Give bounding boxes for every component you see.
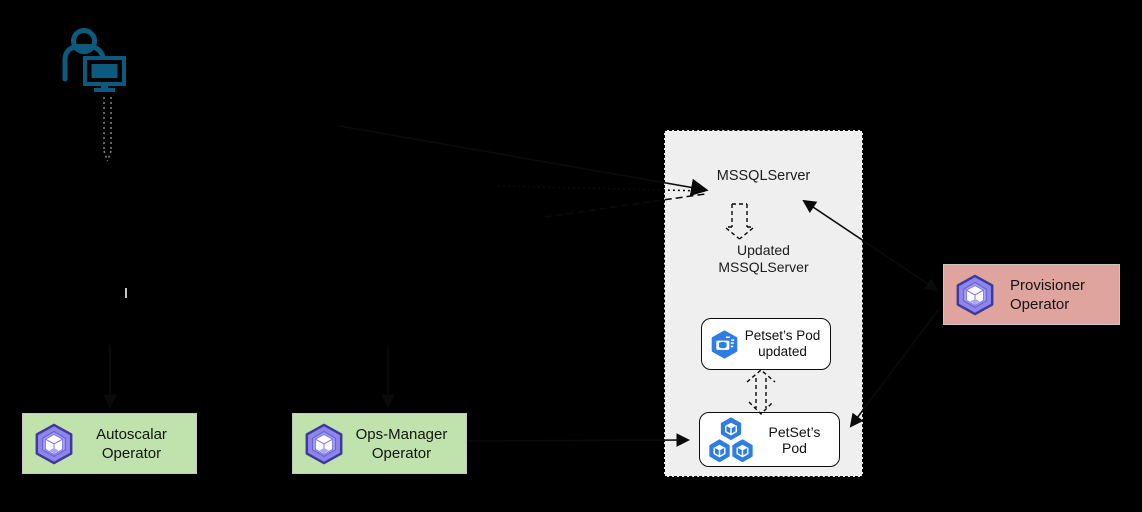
operator-hexagon-icon [956, 274, 994, 315]
user-at-computer-icon [62, 28, 126, 92]
operator-label: Autoscalar Operator [96, 425, 167, 462]
pods-icon [709, 417, 753, 463]
edge-user-to-mssqlserver [339, 125, 709, 197]
operator-box-provisioner: Provisioner Operator [943, 264, 1120, 325]
stray-tick-mark [125, 288, 127, 298]
operator-hexagon-icon [305, 423, 343, 464]
node-petset-pod: PetSet’s Pod [699, 412, 840, 467]
petset-pod-label: PetSet’s Pod [768, 423, 821, 456]
pod-updated-icon [711, 330, 738, 358]
edge-left-to-pod [467, 433, 691, 447]
updated-mssqlserver-label: Updated MSSQLServer [718, 242, 809, 275]
user-request-dashed-arrow [103, 97, 112, 162]
operator-box-ops-manager: Ops-Manager Operator [292, 413, 467, 474]
operator-label: Ops-Manager Operator [355, 425, 448, 462]
operator-box-autoscalar: Autoscalar Operator [22, 413, 197, 474]
pod-updated-label: Petset’s Pod updated [744, 328, 821, 359]
node-petset-pod-updated: Petset’s Pod updated [701, 318, 831, 370]
operator-label: Provisioner Operator [1010, 276, 1086, 313]
operator-hexagon-icon [35, 423, 73, 464]
mssqlserver-label: MSSQLServer [716, 168, 811, 184]
edge-provisioner-to-pod [849, 308, 940, 428]
